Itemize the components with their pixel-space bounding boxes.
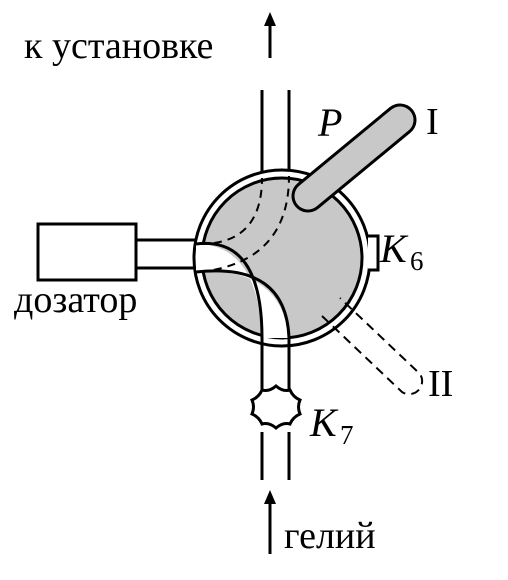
label-k6-sub: 6	[410, 246, 424, 276]
label-k6: K 6	[379, 226, 424, 276]
bottom-arrow	[264, 490, 276, 554]
top-arrow	[264, 12, 276, 58]
handle-alt	[321, 297, 424, 396]
label-position-1: I	[426, 101, 439, 143]
label-k6-main: K	[379, 226, 409, 271]
bottom-pipe	[260, 338, 291, 480]
handle-p	[291, 103, 417, 213]
label-to-installation: к установке	[24, 25, 213, 67]
left-pipe	[136, 238, 196, 270]
rotor-channel	[196, 244, 289, 338]
label-dosator: дозатор	[14, 279, 137, 321]
label-position-2: II	[428, 363, 453, 405]
dosator-box	[36, 222, 138, 282]
label-helium: гелий	[284, 515, 376, 557]
top-pipe	[260, 90, 291, 172]
label-k7: K 7	[309, 400, 354, 450]
label-k7-main: K	[309, 400, 339, 445]
k6-notch	[368, 234, 380, 272]
label-handle-p: P	[317, 100, 342, 145]
k7-valve	[250, 384, 302, 430]
rotor-channel-alt	[199, 177, 263, 245]
label-k7-sub: 7	[340, 420, 354, 450]
